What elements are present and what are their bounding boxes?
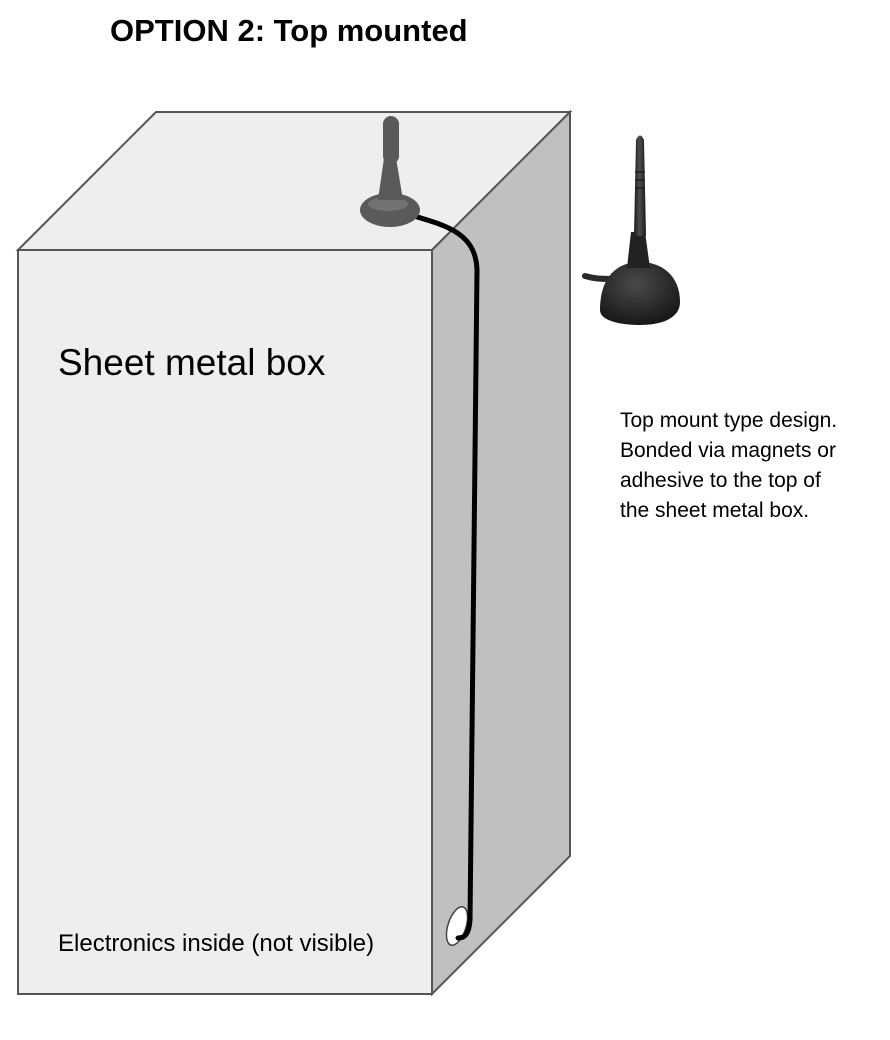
box-front-face: [17, 249, 433, 995]
photo-antenna-base: [600, 262, 680, 325]
photo-antenna-mast: [627, 232, 650, 268]
magnetic-antenna-icon: [360, 116, 420, 227]
box-side-face: [431, 109, 571, 997]
box-label: Sheet metal box: [58, 342, 326, 383]
sheet-metal-box: [15, 109, 573, 997]
mounted-antenna-whip: [383, 116, 399, 164]
caption-line: adhesive to the top of: [620, 469, 821, 492]
page-title: OPTION 2: Top mounted: [110, 13, 468, 48]
mounted-antenna-base-highlight: [368, 197, 408, 211]
caption-line: the sheet metal box.: [620, 499, 810, 522]
antenna-caption: Top mount type design. Bonded via magnet…: [620, 406, 837, 526]
electronics-inside-label: Electronics inside (not visible): [58, 930, 375, 957]
photo-antenna-whip: [634, 135, 646, 236]
antenna-cable: [411, 213, 480, 941]
caption-line: Bonded via magnets or: [620, 439, 836, 462]
magnetic-antenna-photo: [582, 135, 680, 325]
mounted-antenna-mast: [378, 158, 403, 200]
caption-line: Top mount type design.: [620, 409, 838, 432]
